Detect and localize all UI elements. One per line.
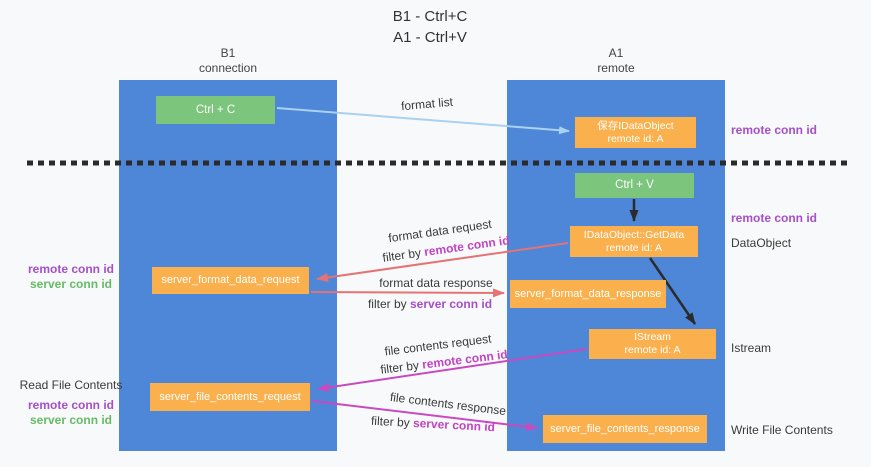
server-file-contents-request-label: server_file_contents_request — [159, 390, 301, 403]
left-remote-conn-id-label: remote conn id — [27, 262, 114, 276]
server-file-contents-response-label: server_file_contents_response — [550, 422, 700, 435]
getdata-to-istream-arrow — [648, 257, 697, 325]
read-file-contents-label: Read File Contents — [19, 378, 123, 392]
lane-a1-subtitle: remote — [597, 61, 635, 75]
istream-line1: IStream — [634, 331, 671, 343]
save-dataobject-line1: 保存IDataObject — [597, 119, 674, 132]
filter-by-server-label-1: filter by server conn id — [368, 297, 492, 311]
left-bottom-server-conn-id-label: server conn id — [29, 413, 113, 427]
format-data-response-arrow — [310, 288, 505, 298]
server-format-data-request-label: server_format_data_request — [161, 274, 300, 286]
lane-b1-subtitle: connection — [198, 61, 258, 75]
server-file-contents-request-box: server_file_contents_request — [150, 383, 310, 411]
save-dataobject-box: 保存IDataObject remote id: A — [575, 117, 696, 148]
istream-box: IStream remote id: A — [589, 329, 716, 359]
write-file-contents-label: Write File Contents — [731, 423, 833, 437]
server-file-contents-response-box: server_file_contents_response — [543, 415, 707, 443]
lane-b1-name: B1 — [220, 46, 236, 60]
server-format-data-request-box: server_format_data_request — [152, 267, 309, 294]
ctrl-c-label: Ctrl + C — [195, 103, 236, 116]
save-dataobject-line2: remote id: A — [607, 132, 664, 145]
getdata-line2: remote id: A — [605, 241, 662, 254]
dataobject-label: DataObject — [731, 236, 792, 250]
server-format-data-response-label: server_format_data_response — [514, 287, 662, 300]
server-conn-id-text: server conn id — [410, 297, 493, 311]
left-server-conn-id-label: server conn id — [29, 277, 113, 291]
getdata-box: IDataObject::GetData remote id: A — [570, 226, 698, 257]
ctrl-v-box: Ctrl + V — [575, 173, 694, 198]
filter-by-text: filter by — [367, 297, 407, 311]
ctrl-c-box: Ctrl + C — [156, 96, 275, 124]
file-contents-request-arrow — [317, 348, 588, 392]
format-list-arrow — [276, 107, 570, 135]
filter-by-text: filter by — [370, 413, 411, 430]
istream-side-label: Istream — [731, 341, 772, 355]
lane-header-a1: A1 remote — [516, 46, 716, 76]
lane-header-b1: B1 connection — [128, 46, 328, 76]
file-contents-response-arrow — [311, 400, 538, 432]
right-top-remote-conn-id-label: remote conn id — [731, 123, 818, 137]
title-line-2: A1 - Ctrl+V — [393, 29, 467, 46]
left-bottom-remote-conn-id-label: remote conn id — [27, 398, 114, 412]
ctrl-v-label: Ctrl + V — [615, 179, 654, 191]
right-mid-remote-conn-id-label: remote conn id — [731, 211, 818, 225]
lane-a1-name: A1 — [608, 46, 624, 60]
title-line-1: B1 - Ctrl+C — [392, 8, 468, 25]
format-data-response-label: format data response — [379, 276, 493, 290]
getdata-line1: IDataObject::GetData — [583, 228, 685, 241]
server-format-data-response-box: server_format_data_response — [510, 280, 666, 308]
format-data-request-arrow — [316, 242, 569, 282]
istream-line2: remote id: A — [624, 344, 681, 356]
diagram-title: B1 - Ctrl+C A1 - Ctrl+V — [330, 6, 530, 48]
